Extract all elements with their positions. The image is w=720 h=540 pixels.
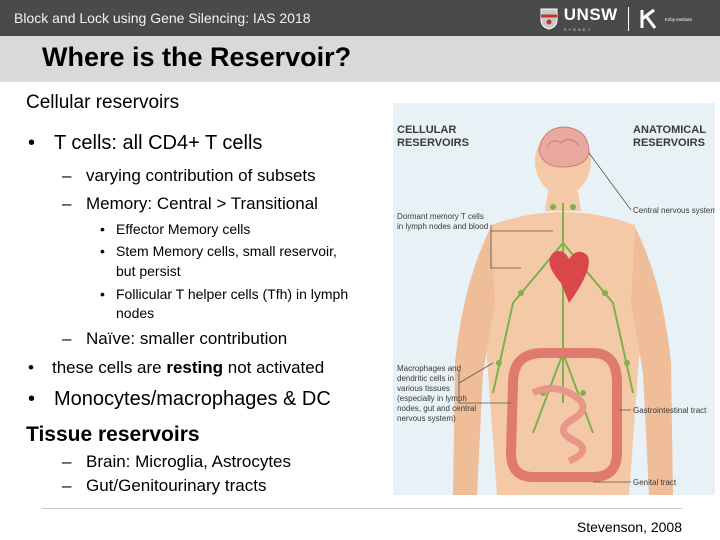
- dormant-label: Dormant memory T cells: [397, 212, 484, 221]
- macro-label-4: (especially in lymph: [397, 394, 467, 403]
- dash-marker: –: [62, 452, 72, 471]
- bullet-marker: •: [28, 132, 36, 154]
- unsw-crest-icon: [540, 8, 558, 30]
- tissue-heading: Tissue reservoirs: [26, 423, 200, 446]
- anatomy-illustration: CELLULAR RESERVOIRS Dormant memory T cel…: [393, 103, 715, 495]
- brain-folds: [546, 139, 580, 148]
- figure-citation: Stevenson, 2008: [576, 519, 682, 535]
- macro-label-5: nodes, gut and central: [397, 404, 476, 413]
- cns-label: Central nervous system: [633, 206, 715, 215]
- slide-title: Where is the Reservoir?: [42, 42, 352, 72]
- bullet-resting: these cells are resting not activated: [52, 358, 324, 378]
- bullet-stem-memory: Stem Memory cells, small reservoir,: [116, 243, 337, 259]
- bullet-marker: •: [28, 388, 36, 410]
- unsw-logo: UNSW SYDNEY: [564, 6, 618, 32]
- bullet-brain: Brain: Microglia, Astrocytes: [86, 452, 292, 471]
- gi-label: Gastrointestinal tract: [633, 406, 707, 415]
- title-bar: Block and Lock using Gene Silencing: IAS…: [0, 0, 720, 36]
- dormant-label-2: in lymph nodes and blood: [397, 222, 488, 231]
- bullet-marker: •: [100, 286, 105, 302]
- right-arm-shape: [631, 227, 673, 495]
- heart-shape: [549, 251, 589, 303]
- cellular-reservoirs-title-2: RESERVOIRS: [397, 137, 469, 149]
- bullet-marker: •: [100, 243, 105, 259]
- macro-label-1: Macrophages and: [397, 364, 461, 373]
- resting-bold: resting: [166, 358, 224, 377]
- footer-divider: [42, 508, 682, 509]
- bullet-subsets: varying contribution of subsets: [86, 166, 316, 185]
- lymph-vessels: [492, 203, 634, 434]
- bullet-naive: Naïve: smaller contribution: [86, 329, 288, 348]
- macro-label-3: various tissues: [397, 384, 450, 393]
- lymph-nodes: [496, 204, 630, 396]
- bullet-monocytes: Monocytes/macrophages & DC: [54, 388, 331, 410]
- presentation-title: Block and Lock using Gene Silencing: IAS…: [14, 10, 311, 26]
- cellular-reservoirs-title: CELLULAR: [397, 124, 456, 136]
- dormant-leader-line: [490, 225, 553, 269]
- large-intestine: [505, 348, 622, 482]
- small-intestine: [531, 385, 587, 465]
- genital-label: Genital tract: [633, 478, 677, 487]
- anatomical-reservoirs-title: ANATOMICAL: [633, 124, 706, 136]
- dash-marker: –: [62, 166, 72, 185]
- dash-marker: –: [62, 329, 72, 348]
- bullet-tfh: Follicular T helper cells (Tfh) in lymph: [116, 286, 349, 302]
- kirby-logo-text: Kirby Institute: [664, 16, 692, 22]
- macro-label-2: dendritic cells in: [397, 374, 454, 383]
- anatomical-reservoirs-title-2: RESERVOIRS: [633, 137, 705, 149]
- macro-leader-line: [458, 362, 511, 404]
- logo-group: UNSW SYDNEY Kirby Institute: [540, 6, 692, 32]
- bullet-stem-memory-cont: but persist: [116, 263, 181, 279]
- resting-post: not activated: [223, 358, 325, 377]
- bullet-t-cells: T cells: all CD4+ T cells: [54, 132, 263, 154]
- bullet-tfh-cont: nodes: [116, 305, 155, 321]
- slide-heading-band: Where is the Reservoir?: [0, 36, 720, 82]
- macro-label-6: nervous system): [397, 414, 456, 423]
- bullet-memory: Memory: Central > Transitional: [86, 194, 318, 213]
- left-arm-shape: [453, 227, 495, 495]
- bullet-marker: •: [100, 221, 105, 237]
- resting-pre: these cells are: [52, 358, 167, 377]
- bullet-gut: Gut/Genitourinary tracts: [86, 476, 267, 495]
- cellular-heading: Cellular reservoirs: [26, 92, 180, 113]
- dash-marker: –: [62, 194, 72, 213]
- dash-marker: –: [62, 476, 72, 495]
- unsw-subtext: SYDNEY: [563, 27, 593, 32]
- bullet-effector-memory: Effector Memory cells: [116, 221, 251, 237]
- kirby-k-icon: [640, 8, 656, 29]
- unsw-wordmark: UNSW: [563, 5, 618, 24]
- reservoir-anatomy-figure: CELLULAR RESERVOIRS Dormant memory T cel…: [393, 103, 715, 495]
- cns-leader-line: [588, 152, 632, 211]
- logo-divider: [627, 7, 629, 31]
- bullet-marker: •: [28, 358, 34, 377]
